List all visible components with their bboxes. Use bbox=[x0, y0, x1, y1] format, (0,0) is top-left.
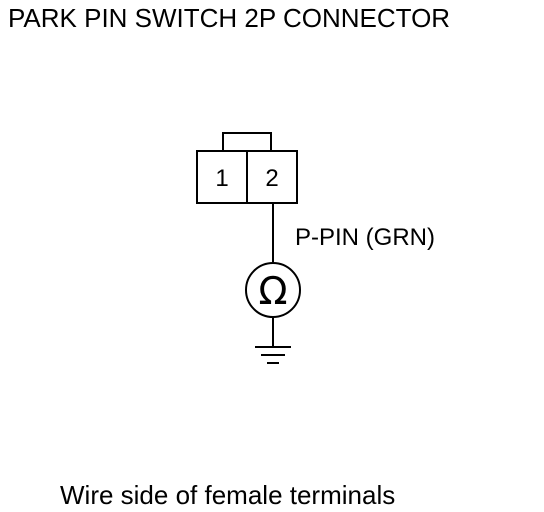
diagram-title: PARK PIN SWITCH 2P CONNECTOR bbox=[8, 3, 451, 33]
footer-note: Wire side of female terminals bbox=[60, 480, 396, 510]
ground-icon bbox=[255, 346, 291, 364]
pin-2-label: 2 bbox=[265, 165, 278, 192]
connector-housing bbox=[196, 132, 298, 204]
wire-label: P-PIN (GRN) bbox=[295, 224, 435, 251]
ohm-symbol: Ω bbox=[258, 269, 287, 313]
connector-lock-tab bbox=[222, 132, 272, 152]
pin-1-label: 1 bbox=[215, 165, 228, 192]
